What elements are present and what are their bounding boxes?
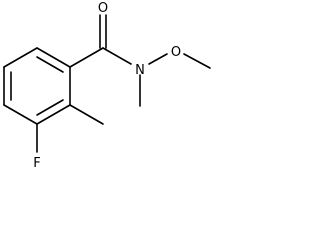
atom-label-carbonyl-oxygen: O (98, 1, 108, 16)
bond-oxygen-methyl (183, 53, 211, 69)
ring-bond-c5-c6 (36, 104, 71, 125)
ring-bond-c2-c3 (3, 47, 38, 68)
bond-nitrogen-oxygen (148, 53, 168, 65)
bond-ring-to-carbonyl (69, 47, 104, 68)
benzene-ring (3, 47, 71, 125)
ring-bond-c4-c5 (3, 104, 38, 125)
atom-label-methoxy-oxygen: O (171, 45, 181, 60)
atom-label-nitrogen: N (135, 63, 145, 78)
ring-double-bond-c5-c6 (36, 99, 64, 116)
chemical-structure-diagram: O N O F (3, 1, 211, 171)
atom-label-fluorine: F (33, 156, 40, 171)
ring-double-bond-c1-c2 (36, 56, 64, 73)
bond-carbonyl-to-nitrogen (102, 47, 132, 65)
bond-ring-methyl (69, 104, 104, 125)
ring-bond-c1-c2 (36, 47, 71, 68)
